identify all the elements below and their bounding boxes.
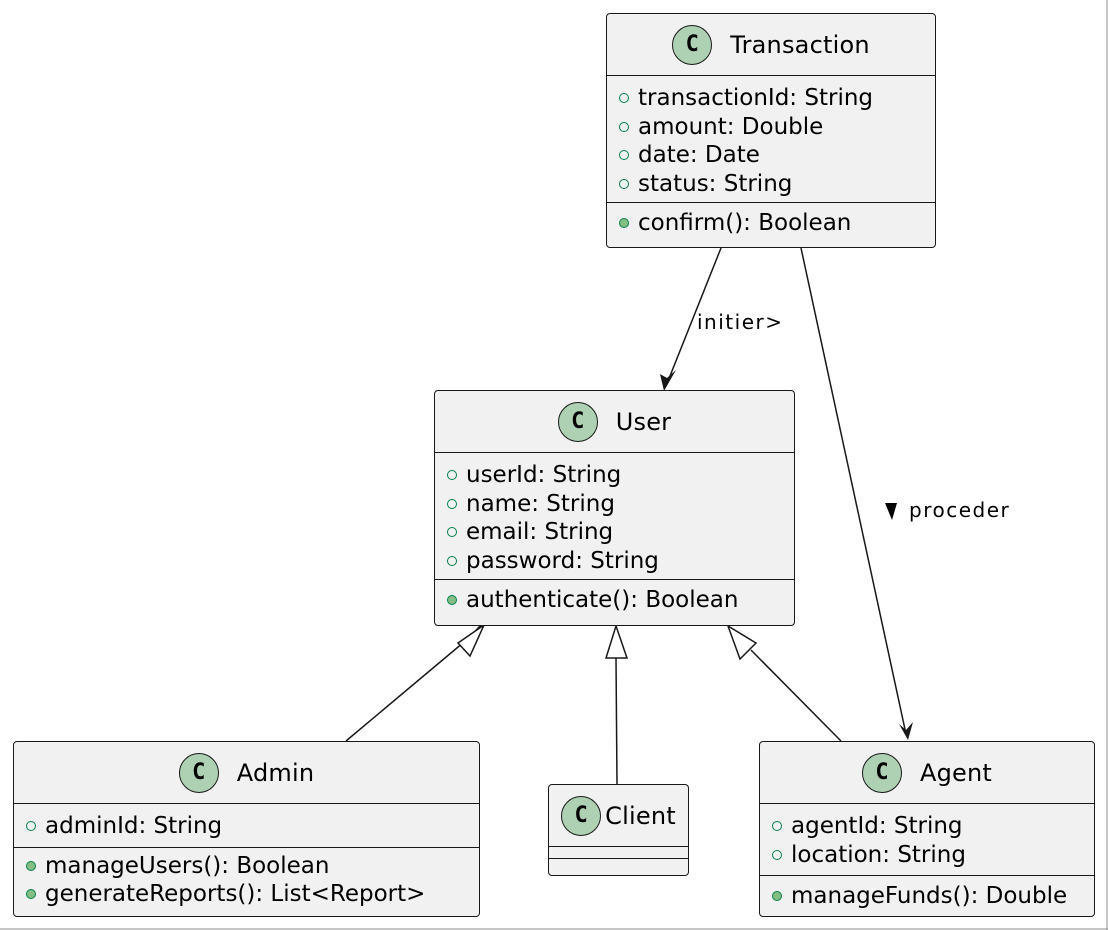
method: manageFunds(): Double (772, 882, 1094, 911)
class-name: Client (605, 801, 676, 830)
public-field-icon (619, 93, 629, 104)
class-header: C Client (549, 785, 688, 847)
generalization-client-user (604, 623, 629, 785)
public-method-icon (447, 595, 457, 606)
public-field-icon (772, 821, 782, 832)
public-field-icon (447, 527, 457, 538)
public-method-icon (26, 889, 36, 900)
public-field-icon (26, 821, 36, 832)
class-stereotype-icon: C (557, 401, 598, 442)
fields-section (549, 847, 688, 859)
method: confirm(): Boolean (619, 209, 935, 238)
field: transactionId: String (619, 84, 935, 113)
method: generateReports(): List<Report> (26, 880, 479, 909)
class-agent[interactable]: C Agent agentId: String location: String… (759, 741, 1095, 917)
class-header: C Admin (14, 742, 479, 804)
arrowhead-proceder (899, 722, 913, 740)
arrowhead-initier (660, 370, 676, 391)
association-proceder (800, 247, 913, 740)
field: adminId: String (26, 812, 479, 841)
class-name: User (615, 407, 672, 436)
class-admin[interactable]: C Admin adminId: String manageUsers(): B… (13, 741, 480, 917)
class-name: Admin (236, 758, 315, 787)
method: manageUsers(): Boolean (26, 852, 479, 881)
fields-section: adminId: String (14, 804, 479, 848)
class-user[interactable]: C User userId: String name: String email… (434, 390, 795, 626)
class-stereotype-icon: C (672, 24, 713, 65)
generalization-agent-user (726, 624, 842, 742)
class-header: C Agent (760, 742, 1094, 804)
field: password: String (447, 547, 794, 576)
public-field-icon (619, 178, 629, 189)
class-transaction[interactable]: C Transaction transactionId: String amou… (606, 13, 936, 248)
public-field-icon (447, 470, 457, 481)
field: agentId: String (772, 812, 1094, 841)
class-client[interactable]: C Client (548, 784, 689, 876)
methods-section (549, 859, 688, 875)
public-field-icon (447, 555, 457, 566)
field: amount: Double (619, 113, 935, 142)
relation-label-initier: initier> (697, 310, 784, 334)
methods-section: manageUsers(): Boolean generateReports()… (14, 848, 479, 915)
public-field-icon (447, 498, 457, 509)
methods-section: manageFunds(): Double (760, 876, 1094, 917)
public-field-icon (619, 121, 629, 132)
fields-section: userId: String name: String email: Strin… (435, 453, 794, 580)
class-name: Agent (919, 758, 993, 787)
fields-section: agentId: String location: String (760, 804, 1094, 876)
class-stereotype-icon: C (178, 752, 219, 793)
methods-section: authenticate(): Boolean (435, 580, 794, 621)
class-stereotype-icon: C (861, 752, 902, 793)
relation-label-proceder: proceder (909, 498, 1011, 522)
class-name: Transaction (730, 30, 870, 59)
field: name: String (447, 490, 794, 519)
public-field-icon (772, 849, 782, 860)
public-method-icon (26, 860, 36, 871)
field: location: String (772, 841, 1094, 870)
field: status: String (619, 170, 935, 199)
field: userId: String (447, 461, 794, 490)
methods-section: confirm(): Boolean (607, 203, 935, 244)
inheritance-triangle-agent (726, 624, 758, 661)
public-method-icon (619, 218, 629, 229)
method: authenticate(): Boolean (447, 586, 794, 615)
generalization-admin-user (345, 622, 486, 742)
class-header: C User (435, 391, 794, 453)
fields-section: transactionId: String amount: Double dat… (607, 76, 935, 203)
inheritance-triangle-client (604, 623, 629, 659)
class-stereotype-icon: C (561, 795, 602, 836)
association-initier (660, 247, 722, 391)
class-header: C Transaction (607, 14, 935, 76)
public-method-icon (772, 891, 782, 902)
field: email: String (447, 518, 794, 547)
field: date: Date (619, 141, 935, 170)
public-field-icon (619, 150, 629, 161)
proceder-direction-marker (885, 503, 897, 520)
